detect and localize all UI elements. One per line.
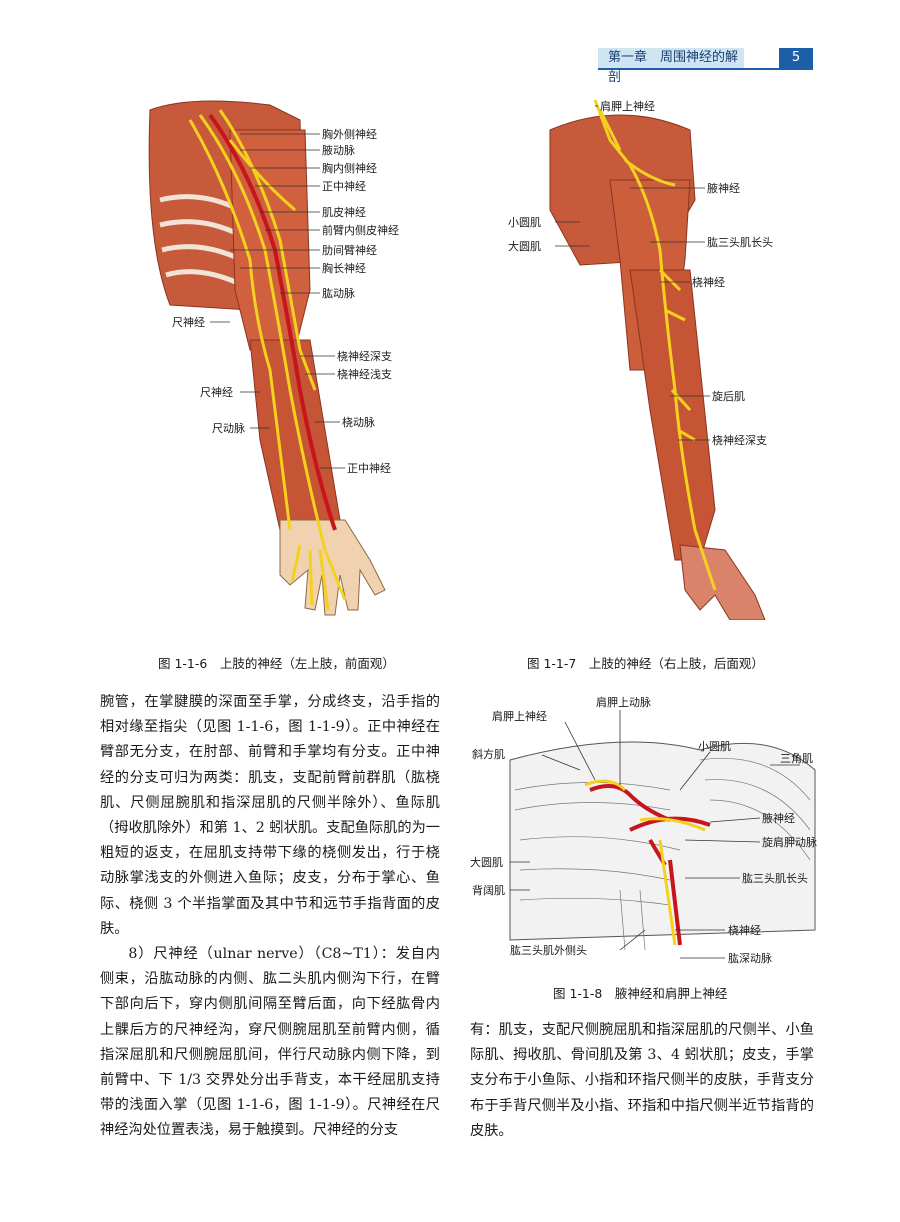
label-axillary-nerve-fig8: 腋神经 (762, 811, 795, 825)
label-ulnar-nerve-lower: 尺神经 (200, 385, 233, 399)
label-teres-major: 大圆肌 (508, 239, 541, 253)
label-triceps-long-head: 肱三头肌长头 (707, 235, 773, 249)
label-supinator: 旋后肌 (712, 389, 745, 403)
label-suprascapular-artery: 肩胛上动脉 (596, 695, 651, 709)
label-axillary-nerve: 腋神经 (707, 181, 740, 195)
label-superficial-branch-radial-nerve: 桡神经浅支 (337, 367, 392, 381)
label-axillary-artery: 腋动脉 (322, 143, 355, 157)
label-deep-branch-radial-nerve: 桡神经深支 (337, 349, 392, 363)
chapter-header: 第一章 周围神经的解剖 (598, 48, 744, 85)
header-rule (598, 68, 813, 70)
label-brachial-artery: 肱动脉 (322, 286, 355, 300)
paragraph-ulnar-branches: 有：肌支，支配尺侧腕屈肌和指深屈肌的尺侧半、小鱼际肌、拇收肌、骨间肌及第 3、4… (470, 1022, 814, 1139)
label-median-nerve-upper: 正中神经 (322, 179, 366, 193)
paragraph-ulnar-nerve: 8）尺神经（ulnar nerve）（C8~T1）：发自内侧束，沿肱动脉的内侧、… (100, 946, 440, 1139)
label-long-thoracic-nerve: 胸长神经 (322, 261, 366, 275)
label-teres-minor: 小圆肌 (508, 216, 541, 229)
label-medial-antebrachial-cutaneous-nerve: 前臂内侧皮神经 (322, 223, 399, 237)
figure-1-1-8: 肩胛上动脉 肩胛上神经 斜方肌 小圆肌 三角肌 腋神经 旋肩胛动脉 大圆肌 肱三… (470, 690, 830, 975)
paragraph-median-nerve: 腕管，在掌腱膜的深面至手掌，分成终支，沿手指的相对缘至指尖（见图 1-1-6，图… (100, 694, 440, 937)
label-intercostobrachial-nerve: 肋间臂神经 (322, 243, 377, 257)
label-ulnar-nerve-upper: 尺神经 (172, 315, 205, 329)
label-lateral-pectoral-nerve: 胸外侧神经 (322, 127, 377, 141)
label-triceps-long-head-fig8: 肱三头肌长头 (742, 871, 808, 885)
label-radial-artery: 桡动脉 (342, 415, 375, 429)
label-deep-branch-radial-nerve-posterior: 桡神经深支 (712, 433, 767, 447)
label-suprascapular-nerve: 肩胛上神经 (600, 99, 655, 113)
caption-fig-1-1-7: 图 1-1-7 上肢的神经（右上肢，后面观） (527, 656, 764, 671)
label-ulnar-artery: 尺动脉 (212, 421, 245, 435)
label-teres-major-fig8: 大圆肌 (470, 855, 503, 869)
label-median-nerve-lower: 正中神经 (347, 461, 391, 475)
label-medial-pectoral-nerve: 胸内侧神经 (322, 161, 377, 175)
page-number: 5 (779, 48, 813, 68)
posterior-arm-illustration: 肩胛上神经 腋神经 小圆肌 大圆肌 肱三头肌长头 桡神经 旋后肌 桡神经深支 (508, 99, 773, 620)
anterior-arm-illustration: 胸外侧神经 腋动脉 胸内侧神经 正中神经 肌皮神经 前臂内侧皮神经 肋间臂神经 … (148, 100, 399, 616)
label-posterior-circumflex-artery: 旋肩胛动脉 (762, 835, 817, 849)
label-radial-nerve: 桡神经 (692, 275, 725, 289)
label-teres-minor-fig8: 小圆肌 (698, 740, 731, 753)
caption-fig-1-1-8: 图 1-1-8 腋神经和肩胛上神经 (553, 986, 728, 1001)
label-deltoid: 三角肌 (780, 752, 813, 765)
label-suprascapular-nerve-fig8: 肩胛上神经 (492, 709, 547, 723)
left-text-column: 腕管，在掌腱膜的深面至手掌，分成终支，沿手指的相对缘至指尖（见图 1-1-6，图… (100, 690, 440, 1144)
label-radial-nerve-fig8: 桡神经 (728, 923, 761, 937)
label-profunda-brachii-artery: 肱深动脉 (728, 951, 772, 965)
figure-1-1-7: 肩胛上神经 腋神经 小圆肌 大圆肌 肱三头肌长头 桡神经 旋后肌 桡神经深支 (500, 90, 800, 620)
axillary-suprascapular-illustration: 肩胛上动脉 肩胛上神经 斜方肌 小圆肌 三角肌 腋神经 旋肩胛动脉 大圆肌 肱三… (470, 695, 817, 965)
caption-fig-1-1-6: 图 1-1-6 上肢的神经（左上肢，前面观） (158, 656, 395, 671)
figure-1-1-6: 胸外侧神经 腋动脉 胸内侧神经 正中神经 肌皮神经 前臂内侧皮神经 肋间臂神经 … (130, 90, 420, 620)
label-triceps-lateral-head: 肱三头肌外侧头 (510, 943, 587, 957)
label-musculocutaneous-nerve: 肌皮神经 (322, 205, 366, 219)
label-latissimus-dorsi: 背阔肌 (472, 883, 505, 897)
label-trapezius: 斜方肌 (472, 747, 505, 761)
right-text-column: 有：肌支，支配尺侧腕屈肌和指深屈肌的尺侧半、小鱼际肌、拇收肌、骨间肌及第 3、4… (470, 1018, 814, 1144)
